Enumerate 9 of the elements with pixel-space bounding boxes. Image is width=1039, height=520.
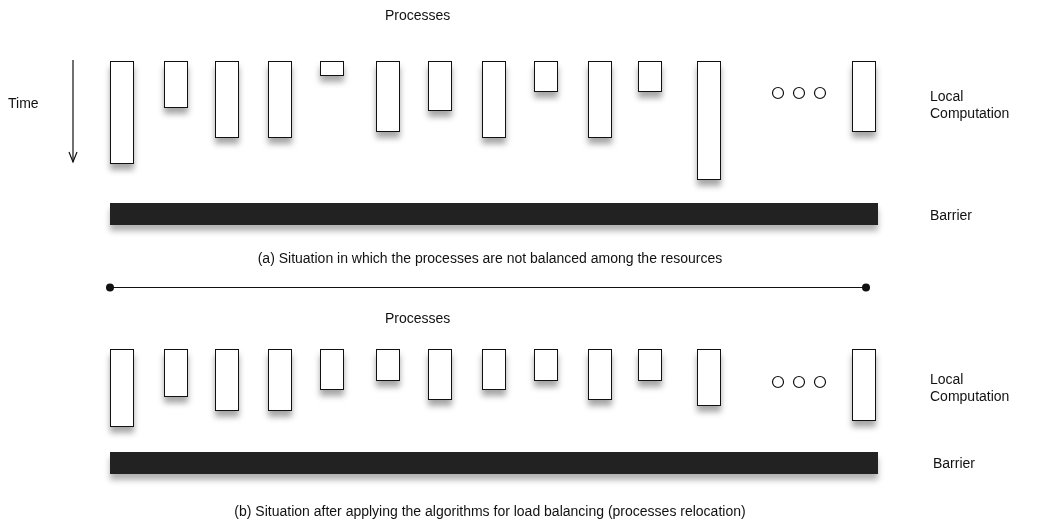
label: Barrier <box>933 455 975 472</box>
label: Time <box>8 95 39 112</box>
label: Processes <box>385 310 451 327</box>
label: Local Computation <box>930 371 1011 405</box>
label: Barrier <box>930 207 972 224</box>
label: Processes <box>385 7 451 24</box>
caption: (a) Situation in which the processes are not balanced among the resources <box>257 250 723 267</box>
caption: (b) Situation after applying the algorithms for load balancing (processes relocation) <box>234 503 746 520</box>
label: Local Computation <box>930 88 1011 122</box>
